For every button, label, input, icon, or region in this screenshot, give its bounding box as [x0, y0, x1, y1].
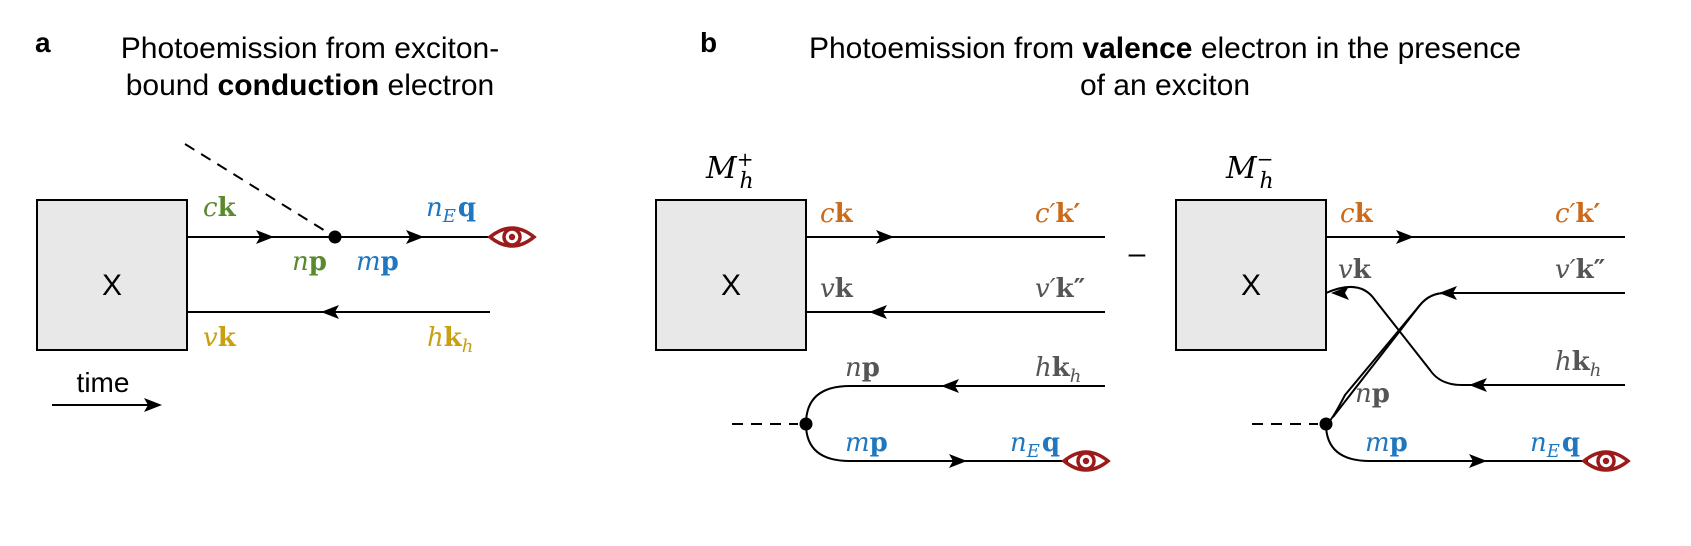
M-minus-label: M−h [1225, 147, 1274, 194]
time-label: time [77, 367, 130, 398]
eye-icon [1582, 450, 1630, 472]
exciton-box-b-right-label: X [1241, 269, 1261, 302]
label-vk-b-right: vk [1338, 255, 1372, 285]
label-ck-a: ck [203, 193, 237, 223]
label-hk-a: hkh [427, 323, 473, 357]
vertex-dot-a [328, 230, 342, 244]
vertex-dot-b-left [799, 417, 813, 431]
label-np-b-right: np [1355, 379, 1390, 409]
eye-icon [488, 226, 536, 248]
label-np-a: np [292, 247, 327, 277]
panel-b-letter: b [700, 27, 717, 58]
M-plus-label: M+h [705, 147, 754, 194]
label-hk-b-right: hkh [1555, 347, 1601, 381]
label-vpkpp-b-right: v′k″ [1555, 255, 1605, 285]
panel-b: b Photoemission from valence electron in… [655, 27, 1630, 472]
exciton-box-b-right [1175, 199, 1327, 351]
panel-a-letter: a [35, 27, 51, 58]
label-vpkpp-b-left: v′k″ [1035, 274, 1085, 304]
panel-a-title-line1: Photoemission from exciton- [121, 32, 500, 65]
label-cpkp-b-left: c′k′ [1035, 199, 1080, 229]
vertex-dot-b-right [1319, 417, 1333, 431]
label-hk-b-left: hkh [1035, 353, 1081, 387]
exciton-box-b-left-label: X [721, 269, 741, 302]
label-nEq-b-left: nEq [1010, 428, 1060, 462]
label-nEq-a: nEq [426, 193, 476, 227]
minus-sign: – [1129, 237, 1146, 270]
label-mp-b-left: mp [845, 428, 888, 458]
panel-b-title-line2: of an exciton [1080, 69, 1250, 102]
label-vk-b-left: vk [820, 274, 854, 304]
label-nEq-b-right: nEq [1530, 428, 1580, 462]
exciton-box-a [36, 199, 188, 351]
label-ck-b-right: ck [1340, 199, 1374, 229]
exciton-box-b-left [655, 199, 807, 351]
label-ck-b-left: ck [820, 199, 854, 229]
label-cpkp-b-right: c′k′ [1555, 199, 1600, 229]
label-np-b-left: np [845, 353, 880, 383]
eye-icon [1062, 450, 1110, 472]
electron-line-b-right [1325, 423, 1588, 462]
label-mp-b-right: mp [1365, 428, 1408, 458]
label-vk-a: vk [203, 323, 237, 353]
panel-a-title-line2: bound conduction electron [126, 69, 495, 102]
exciton-box-a-label: X [102, 269, 122, 302]
photon-line-a [184, 143, 336, 238]
panel-a: a Photoemission from exciton- bound cond… [35, 27, 536, 412]
label-mp-a: mp [356, 247, 399, 277]
panel-b-title-line1: Photoemission from valence electron in t… [809, 32, 1521, 65]
